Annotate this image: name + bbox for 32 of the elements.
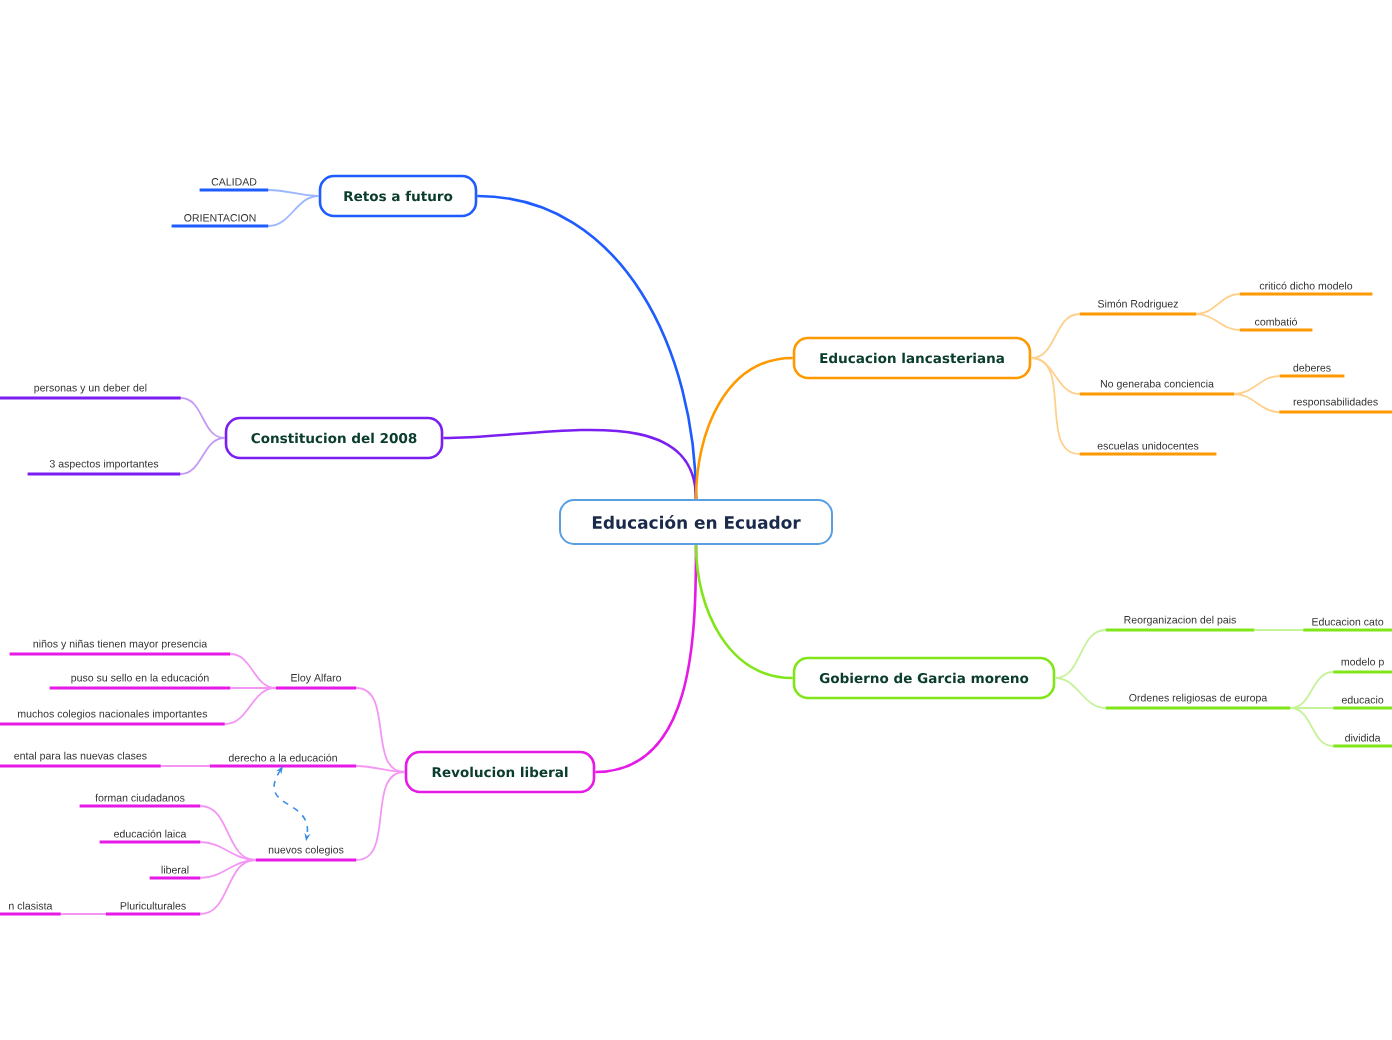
branch-line (199, 859, 257, 915)
branch-line (355, 771, 406, 861)
central-topic-box: Educación en Ecuador (559, 499, 833, 545)
branch-line (443, 428, 698, 500)
branch-line (179, 397, 226, 439)
branch-line (694, 544, 793, 680)
branch-line (1289, 671, 1335, 709)
branch-line (1054, 677, 1107, 709)
branch-line (1233, 375, 1281, 395)
branch-line (1030, 357, 1081, 455)
branch-line (1030, 313, 1081, 359)
branch-line (179, 437, 226, 475)
branch-line (223, 687, 277, 725)
branch-line (159, 765, 211, 767)
branch-line (1253, 629, 1305, 631)
branch-line (1233, 393, 1281, 413)
branch-line (229, 653, 277, 689)
branch-line (1195, 313, 1241, 331)
branch-line (355, 687, 406, 773)
branch-line (267, 189, 320, 197)
branch-line (199, 805, 257, 861)
branch-line (59, 913, 107, 915)
branch-line (694, 356, 793, 500)
branch-line (199, 859, 257, 879)
branch-line (1289, 707, 1335, 747)
branch-line (199, 841, 257, 861)
branch-line (355, 765, 406, 773)
branch-line (1195, 293, 1241, 315)
branch-line (1289, 707, 1335, 709)
branch-line (1054, 629, 1107, 679)
branch-line (267, 195, 320, 227)
branch-line (229, 687, 277, 689)
